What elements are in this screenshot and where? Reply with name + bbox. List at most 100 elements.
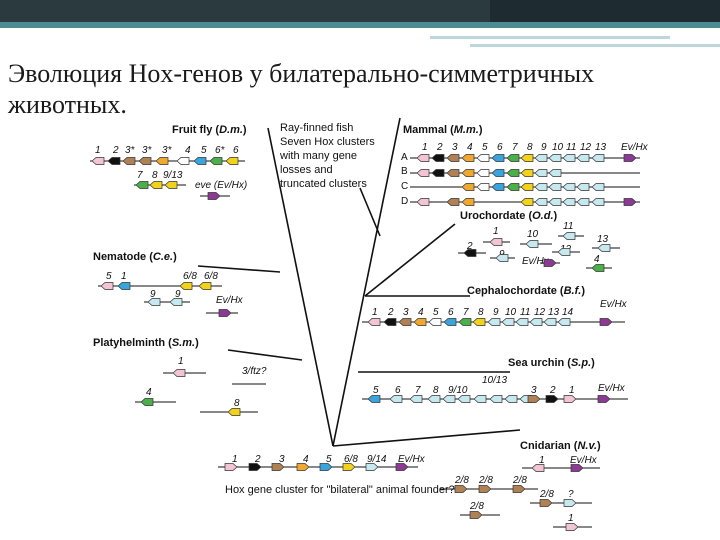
gene-number: Ev/Hx: [600, 299, 628, 310]
gene-arrow: [122, 157, 136, 165]
gene-arrow: [545, 395, 559, 403]
gene-number: 4: [418, 307, 424, 318]
gene-number: 7: [415, 385, 421, 396]
gene-arrow: [539, 499, 553, 507]
gene-number: 2/8: [469, 501, 484, 512]
gene-numbers: 1 2 3* 3* 3* 4 5 6* 6 7 8 9/13 eve (Ev/H…: [95, 142, 649, 524]
gene-arrow: [442, 395, 456, 403]
gene-arrow: [225, 157, 239, 165]
gene-number: 2/8: [512, 475, 527, 486]
gene-number: 1: [568, 513, 574, 524]
gene-arrow: [557, 248, 571, 256]
gene-number: Ev/Hx: [522, 256, 550, 267]
gene-arrow: [491, 169, 505, 177]
gene-number: 9/13: [163, 170, 183, 181]
accent-line: [470, 44, 720, 47]
gene-number: 4: [303, 454, 309, 465]
gene-arrow: [319, 463, 333, 471]
gene-arrow: [427, 395, 441, 403]
gene-arrow: [395, 463, 409, 471]
gene-arrow: [179, 282, 193, 290]
gene-arrow: [562, 198, 576, 206]
gene-number: Ev/Hx: [621, 142, 649, 153]
gene-arrow: [446, 198, 460, 206]
gene-number: 2: [466, 241, 473, 252]
gene-number: 3/ftz?: [242, 366, 267, 377]
gene-number: 4: [594, 254, 600, 265]
gene-number: 14: [562, 307, 574, 318]
gene-arrow: [342, 463, 356, 471]
gene-arrow: [271, 463, 285, 471]
gene-number: 13: [595, 142, 607, 153]
gene-number: 8: [433, 385, 439, 396]
gene-arrow: [623, 154, 637, 162]
gene-arrow: [472, 318, 486, 326]
gene-arrow: [138, 157, 152, 165]
label-cephalochordate: Cephalochordate (B.f.): [467, 285, 585, 297]
label-nematode: Nematode (C.e.): [93, 251, 177, 263]
gene-arrow: [557, 318, 571, 326]
gene-number: 9: [493, 307, 499, 318]
gene-arrow: [224, 463, 238, 471]
label-ray-finned-fish: Ray-finned fish: [280, 122, 353, 134]
gene-number: 6/8: [344, 454, 358, 465]
gene-number: 11: [520, 307, 530, 318]
gene-number: 3*: [162, 145, 173, 156]
gene-arrow: [495, 254, 509, 262]
gene-arrow: [365, 463, 379, 471]
gene-number: 10: [527, 229, 539, 240]
gene-number: 8: [478, 307, 484, 318]
gene-arrow: [534, 169, 548, 177]
gene-number: 1: [493, 226, 499, 237]
gene-number: 10: [505, 307, 517, 318]
gene-arrow: [548, 154, 562, 162]
gene-arrow: [398, 318, 412, 326]
gene-arrow: [296, 463, 310, 471]
gene-arrow: [473, 395, 487, 403]
gene-arrow: [476, 169, 490, 177]
gene-arrow: [458, 318, 472, 326]
label-mammal: Mammal (M.m.): [403, 124, 483, 136]
row-label: C: [401, 181, 408, 192]
gene-arrow: [548, 183, 562, 191]
gene-number: 3: [279, 454, 285, 465]
gene-arrow: [463, 249, 477, 257]
gene-number: 6: [233, 145, 239, 156]
gene-arrow: [591, 264, 605, 272]
gene-arrow: [140, 398, 154, 406]
gene-arrow: [164, 181, 178, 189]
gene-number: 9: [175, 289, 181, 300]
gene-arrow: [504, 395, 518, 403]
tree-branch: [197, 265, 281, 273]
gene-number: 2: [254, 454, 261, 465]
gene-arrow: [597, 244, 611, 252]
gene-arrow: [563, 499, 577, 507]
gene-arrow: [100, 282, 114, 290]
gene-arrow: [576, 154, 590, 162]
gene-arrow: [520, 183, 534, 191]
gene-number: 12: [534, 307, 546, 318]
gene-arrow: [548, 198, 562, 206]
gene-number: Ev/Hx: [598, 383, 626, 394]
gene-arrow: [512, 485, 526, 493]
gene-number: 8: [527, 142, 533, 153]
accent-line: [430, 36, 670, 39]
gene-arrow: [135, 181, 149, 189]
gene-arrow: [487, 318, 501, 326]
gene-arrow: [413, 318, 427, 326]
gene-arrow: [446, 154, 460, 162]
tree-branch: [359, 187, 381, 237]
gene-arrow: [149, 181, 163, 189]
gene-number: 8: [152, 170, 158, 181]
gene-arrow: [548, 169, 562, 177]
phylogenetic-tree: [197, 117, 521, 447]
gene-arrow: [457, 395, 471, 403]
gene-arrow: [416, 169, 430, 177]
gene-arrow: [227, 408, 241, 416]
label-platyhelminth: Platyhelminth (S.m.): [93, 337, 199, 349]
tree-branch: [227, 349, 303, 361]
gene-arrow: [198, 282, 212, 290]
gene-arrow: [599, 318, 613, 326]
gene-arrow: [454, 485, 468, 493]
